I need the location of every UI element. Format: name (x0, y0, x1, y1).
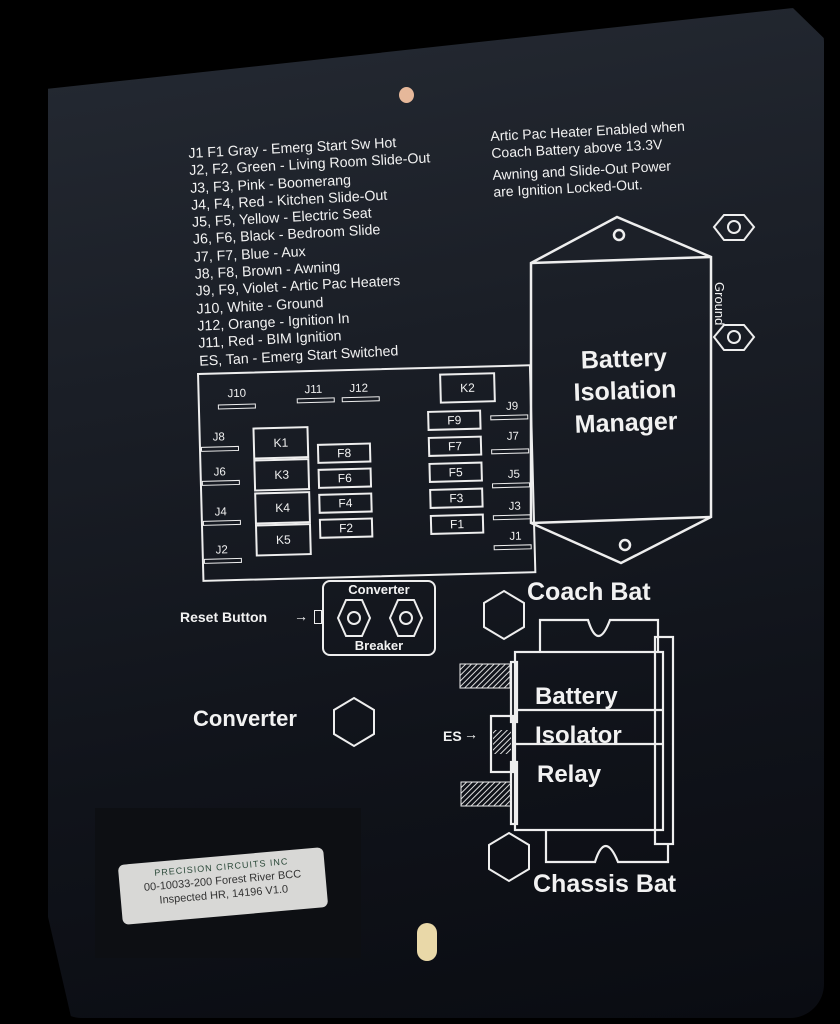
fuse-f8: F8 (316, 442, 372, 464)
coach-bat-hex-terminal-icon (483, 589, 525, 641)
connector-j7-label: J7 (506, 430, 520, 443)
bim-line: Isolation (573, 375, 677, 407)
relay-line-3: Relay (537, 761, 602, 788)
connector-j10-label: J10 (227, 387, 247, 401)
connector-j1-label: J1 (509, 530, 522, 543)
bottom-slot-hole (417, 923, 437, 961)
connector-j11 (296, 397, 335, 404)
converter-breaker: Converter Breaker (322, 580, 436, 656)
es-label: ES (443, 728, 462, 744)
ground-studs-icon (712, 214, 756, 351)
notes-block: Artic Pac Heater Enabled when Coach Batt… (490, 118, 688, 200)
connector-j3-label: J3 (508, 500, 521, 513)
fuse-f5: F5 (428, 461, 483, 483)
connector-j9 (490, 414, 529, 421)
connector-j8-label: J8 (212, 431, 226, 444)
connector-j4 (202, 519, 241, 526)
relay-k1: K1 (252, 426, 310, 460)
top-rivet-hole (399, 87, 414, 103)
connector-j4-label: J4 (214, 506, 227, 519)
connector-j12-label: J12 (349, 382, 369, 396)
connector-j7 (491, 448, 530, 455)
arrow-right-icon: → (294, 608, 308, 624)
bim-outline-icon (529, 215, 713, 565)
connector-j10 (217, 403, 256, 410)
fuse-f6: F6 (317, 467, 373, 489)
relay-line-2: Isolator (535, 722, 622, 749)
connector-j6 (201, 479, 240, 486)
bim-line: Battery (580, 343, 668, 375)
relay-k5: K5 (254, 523, 312, 557)
reset-button[interactable] (314, 610, 322, 624)
bim-title: Battery Isolation Manager (558, 341, 691, 441)
fuse-f7: F7 (427, 435, 483, 457)
connector-j2 (203, 557, 242, 564)
bim-line: Manager (574, 407, 678, 439)
connector-j6-label: J6 (213, 466, 226, 479)
chassis-bat-hex-terminal-icon (488, 831, 530, 883)
reset-button-label: Reset Button (180, 609, 268, 625)
fuse-relay-panel: J10 J11 J12 J8 J6 J4 J2 K1 K3 K4 K5 F8 F… (197, 364, 537, 582)
relay-line-1: Battery (535, 683, 618, 710)
isolator-relay-outline-icon (459, 618, 675, 864)
converter-hex-terminal-icon (333, 696, 375, 748)
wire-color-legend: J1 F1 Gray - Emerg Start Sw Hot J2, F2, … (188, 133, 441, 370)
breaker-top-label: Converter (348, 582, 410, 597)
relay-k2: K2 (439, 372, 496, 404)
breaker-bottom-label: Breaker (354, 638, 404, 653)
fuse-f3: F3 (429, 487, 484, 509)
connector-j8 (200, 445, 240, 452)
fuse-f4: F4 (318, 492, 373, 514)
breaker-terminals-icon (336, 599, 424, 637)
ground-label: Ground (712, 282, 727, 326)
converter-label: Converter (193, 706, 297, 731)
connector-j12 (341, 396, 380, 403)
chassis-bat-label: Chassis Bat (533, 870, 677, 898)
connector-j5-label: J5 (507, 468, 521, 481)
fuse-f2: F2 (318, 517, 374, 539)
fuse-f1: F1 (429, 513, 485, 535)
es-arrow-icon: → (464, 726, 478, 742)
relay-k3: K3 (253, 458, 311, 492)
relay-k4: K4 (254, 491, 311, 525)
connector-j9-label: J9 (505, 400, 519, 413)
coach-bat-label: Coach Bat (527, 578, 651, 606)
connector-j2-label: J2 (215, 544, 228, 557)
connector-j11-label: J11 (304, 383, 323, 397)
fuse-f9: F9 (427, 409, 482, 431)
